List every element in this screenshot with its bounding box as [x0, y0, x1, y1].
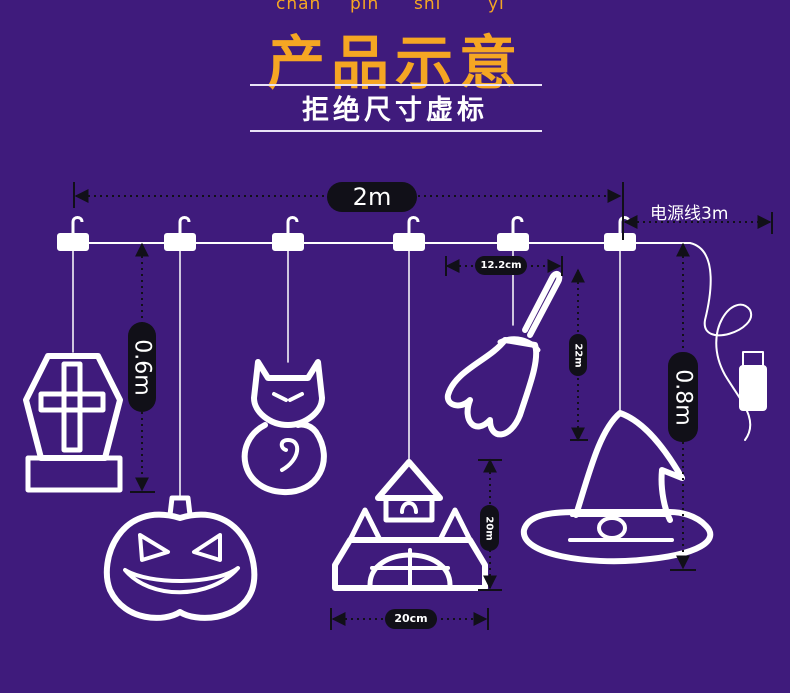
- left-drop-text: 0.6m: [129, 338, 155, 396]
- usb-plug-icon: [739, 351, 767, 411]
- castle-height-text: 20m: [484, 515, 495, 541]
- pinyin-pin: pin: [350, 0, 380, 14]
- hook-icon: [164, 216, 196, 251]
- coffin-icon: [23, 353, 123, 493]
- cat-icon: [241, 359, 327, 496]
- hooks: [57, 216, 636, 251]
- broom-width-label: 12.2cm: [475, 256, 527, 275]
- pinyin-shi: shi: [414, 0, 442, 14]
- page-subtitle: 拒绝尺寸虚标: [302, 95, 488, 126]
- left-drop-label: 0.6m: [128, 322, 156, 412]
- castle-icon: [332, 459, 488, 591]
- hook-icon: [272, 216, 304, 251]
- cord-length-label: 电源线3m: [650, 204, 729, 224]
- hook-icon: [393, 216, 425, 251]
- right-drop-text: 0.8m: [670, 368, 696, 426]
- power-cord: [689, 242, 753, 441]
- title-rule-top: [250, 84, 542, 86]
- witch-hat-icon: [520, 410, 714, 565]
- broom-icon: [444, 270, 563, 438]
- pinyin-yi: yi: [488, 0, 505, 14]
- pinyin-chan: chan: [276, 0, 322, 14]
- dimension-ticks: [73, 182, 773, 630]
- hook-icon: [497, 216, 529, 251]
- hook-icon: [57, 216, 89, 251]
- castle-height-label: 20m: [480, 505, 499, 551]
- broom-height-text: 22m: [572, 342, 584, 368]
- castle-width-label: 20cm: [385, 609, 437, 629]
- broom-height-label: 22m: [569, 334, 587, 376]
- hook-icon: [604, 216, 636, 251]
- title-rule-bottom: [250, 130, 542, 132]
- pumpkin-icon: [103, 495, 258, 621]
- right-drop-label: 0.8m: [668, 352, 698, 442]
- total-width-label: 2m: [327, 182, 417, 212]
